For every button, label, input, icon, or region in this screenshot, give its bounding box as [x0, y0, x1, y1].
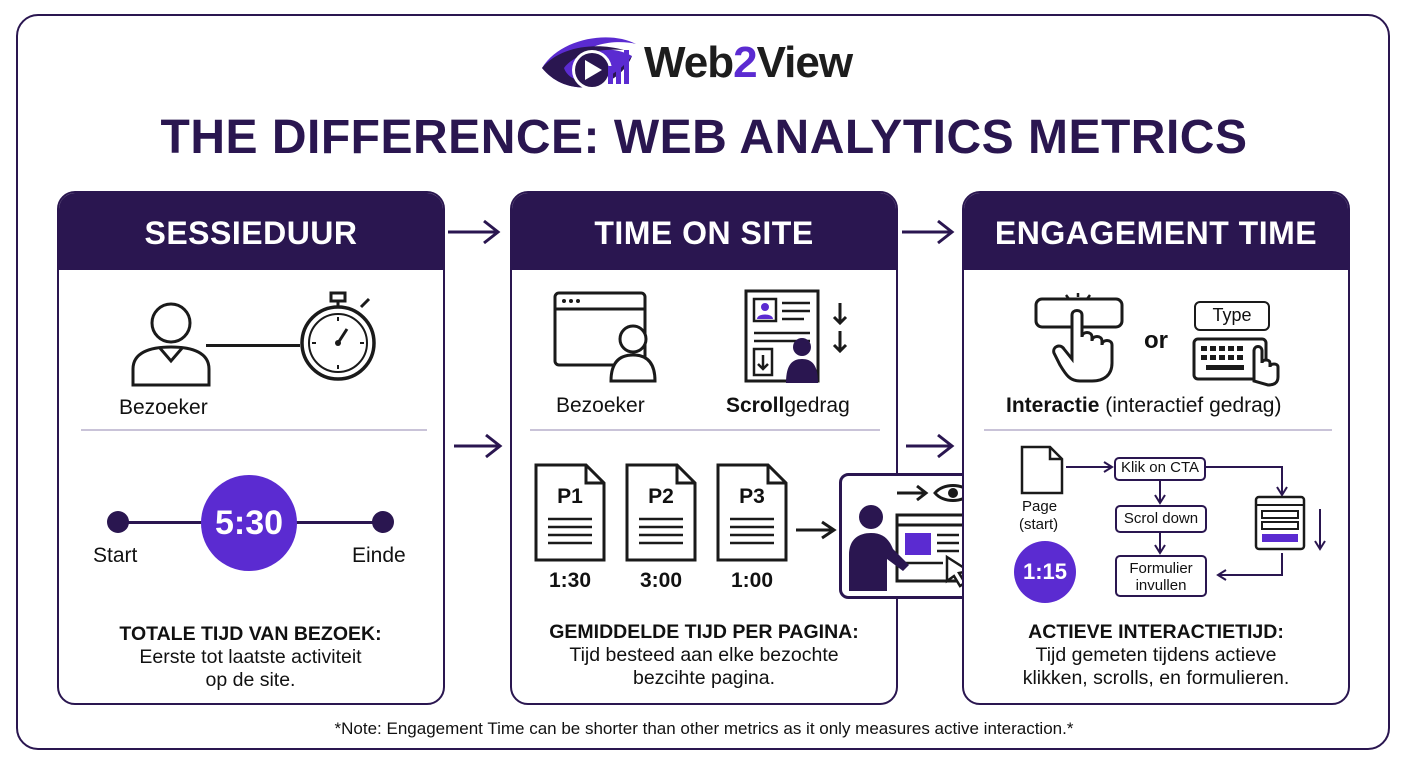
click-hand-icon [1034, 293, 1124, 383]
session-timer: 5:30 [201, 475, 297, 571]
outer-frame [16, 14, 1390, 750]
scroll-page-icon [744, 289, 848, 383]
description-line: Eerste tot laatste activiteit [139, 646, 362, 668]
panel-sessieduur: SESSIEDUUR Bezoeker 5:30 Start Einde TOT… [57, 191, 445, 705]
document-icon [625, 463, 697, 562]
page-time: 1:30 [548, 569, 592, 592]
flow-step-click-cta: Klik on CTA [1114, 457, 1206, 481]
panel-description: TOTALE TIJD VAN BEZOEK: Eerste tot laats… [59, 623, 442, 692]
page-start-label: (start) [1019, 516, 1059, 533]
footnote: *Note: Engagement Time can be shorter th… [334, 719, 1074, 738]
panel-header: TIME ON SITE [512, 193, 896, 270]
start-dot [107, 511, 129, 533]
start-label: Start [93, 544, 138, 567]
type-field: Type [1194, 301, 1270, 331]
panel-header: SESSIEDUUR [59, 193, 443, 270]
eye-play-logo-icon [542, 37, 636, 90]
arrow-right-icon [902, 219, 955, 245]
arrow-right-icon [906, 433, 955, 459]
scroll-behavior-label: Scrollgedrag [726, 394, 850, 417]
arrow-right-icon [796, 520, 837, 540]
section-divider [81, 429, 427, 431]
document-icon [716, 463, 788, 562]
or-label: or [1144, 327, 1168, 354]
panel-time-on-site: TIME ON SITE Bezoeker Scrollgedrag [510, 191, 898, 705]
end-label: Einde [352, 544, 406, 567]
page-document-icon [1020, 445, 1064, 495]
page-card-p3: P3 [716, 463, 788, 562]
page-title: THE DIFFERENCE: WEB ANALYTICS METRICS [160, 111, 1248, 164]
flow-step-fill-form: Formulier invullen [1115, 555, 1207, 597]
brand-wordmark: Web2View [644, 38, 853, 87]
page-label: P3 [739, 485, 765, 508]
page-time: 3:00 [639, 569, 683, 592]
description-title: ACTIEVE INTERACTIETIJD: [1028, 621, 1284, 643]
connector-line [206, 344, 300, 347]
page-time: 1:00 [730, 569, 774, 592]
panel-header: ENGAGEMENT TIME [964, 193, 1348, 270]
page-start-label: Page [1022, 498, 1058, 515]
arrow-right-icon [448, 219, 501, 245]
stopwatch-icon [300, 291, 376, 381]
description-line: bezcihte pagina. [632, 667, 776, 689]
page-card-p1: P1 [534, 463, 606, 562]
end-dot [372, 511, 394, 533]
page-card-p2: P2 [625, 463, 697, 562]
user-icon [131, 302, 211, 387]
description-line: op de site. [205, 669, 296, 691]
form-window-icon [1254, 495, 1306, 551]
interaction-label: Interactie (interactief gedrag) [1006, 394, 1282, 417]
description-title: GEMIDDELDE TIJD PER PAGINA: [549, 621, 859, 643]
section-divider [984, 429, 1332, 431]
page-label: P2 [648, 485, 674, 508]
flow-step-scroll-down: Scrol down [1115, 505, 1207, 533]
brand-logo: Web2View [540, 34, 880, 98]
panel-engagement-time: ENGAGEMENT TIME or Type Interactie (inte… [962, 191, 1350, 705]
description-title: TOTALE TIJD VAN BEZOEK: [119, 623, 382, 645]
browser-user-icon [553, 291, 657, 383]
flow-connectors [1066, 461, 1326, 581]
user-browsing-illustration-icon [839, 473, 987, 599]
arrow-right-icon [454, 433, 503, 459]
description-line: Tijd gemeten tijdens actieve [1035, 644, 1277, 666]
document-icon [534, 463, 606, 562]
section-divider [530, 429, 880, 431]
visitor-label: Bezoeker [556, 394, 645, 417]
page-label: P1 [557, 485, 583, 508]
engagement-timer: 1:15 [1014, 541, 1076, 603]
panel-description: GEMIDDELDE TIJD PER PAGINA: Tijd besteed… [510, 621, 898, 690]
panel-description: ACTIEVE INTERACTIETIJD: Tijd gemeten tij… [962, 621, 1350, 690]
keyboard-typing-icon [1192, 337, 1280, 387]
description-line: klikken, scrolls, en formulieren. [1022, 667, 1290, 689]
description-line: Tijd besteed aan elke bezochte [569, 644, 839, 666]
visitor-label: Bezoeker [119, 396, 208, 419]
